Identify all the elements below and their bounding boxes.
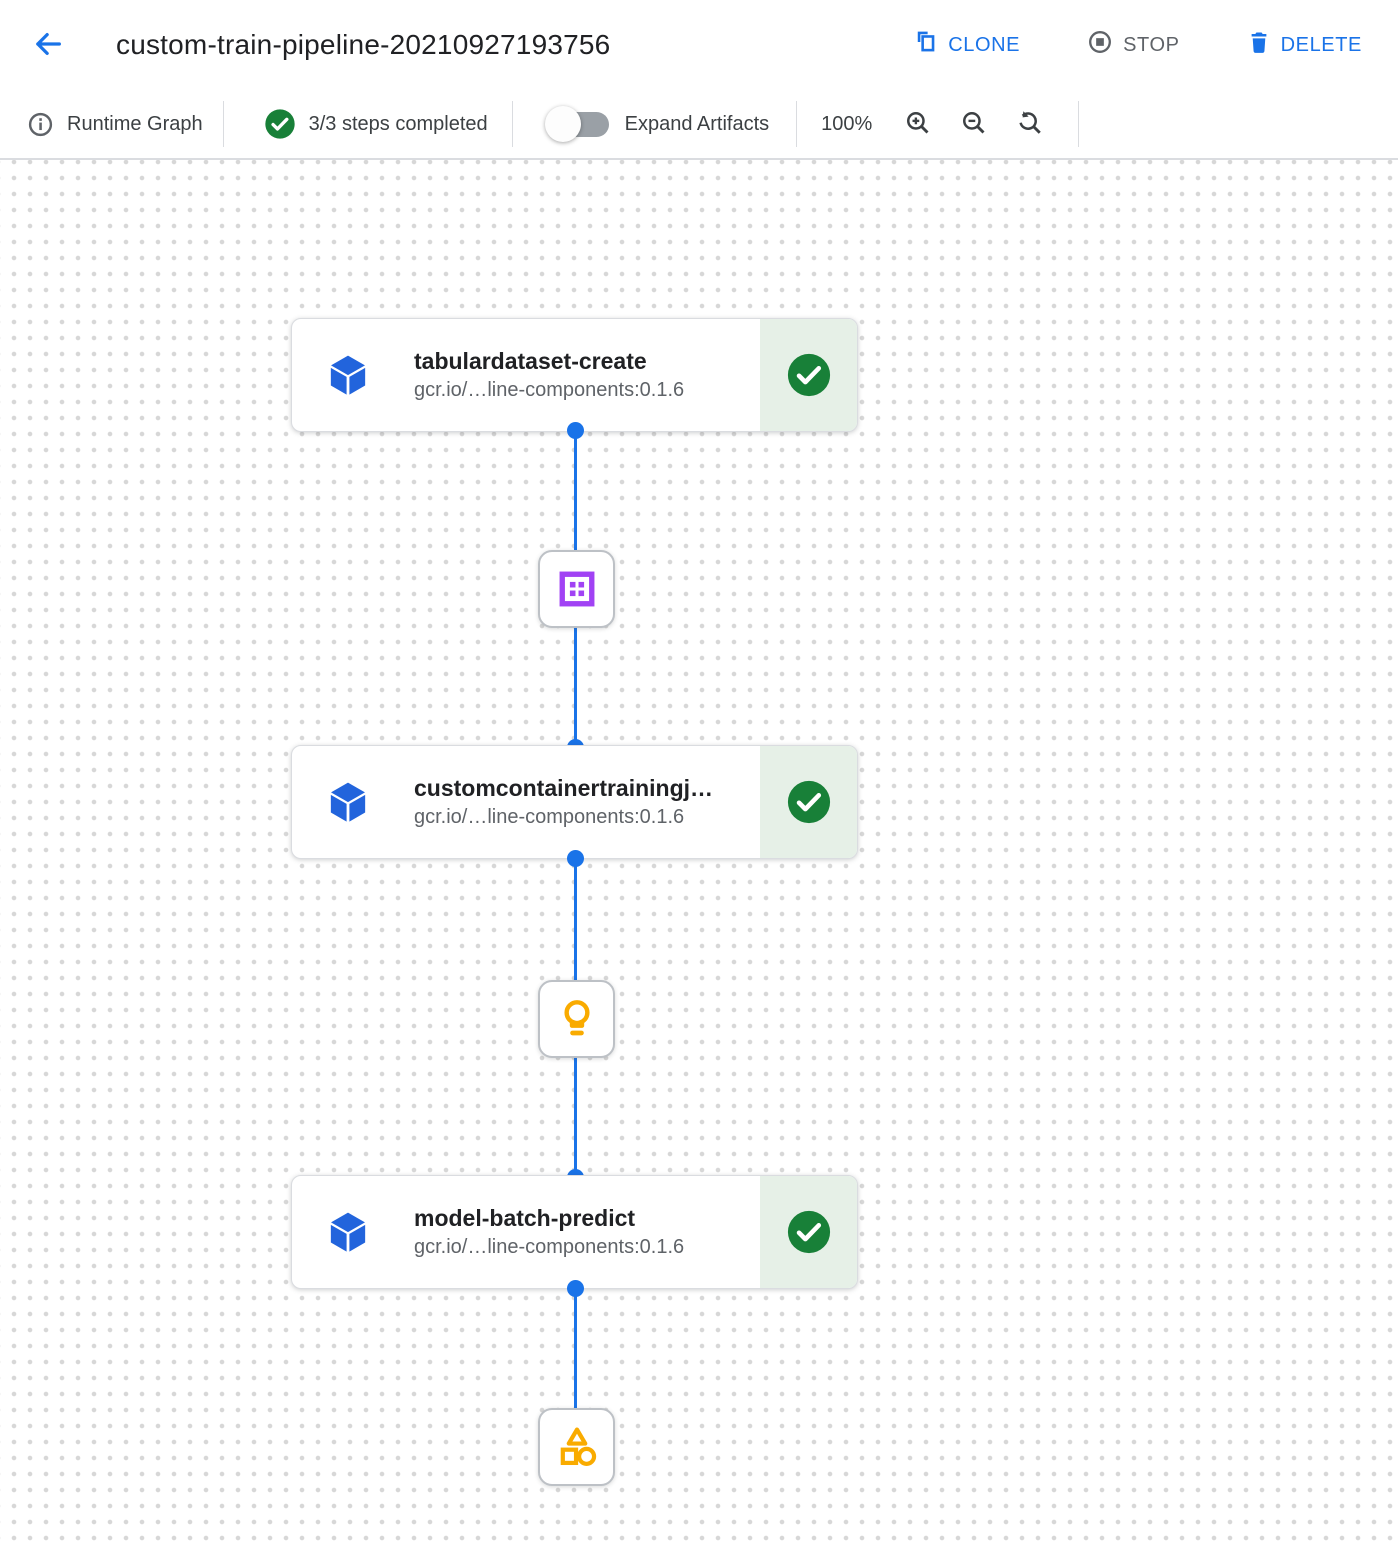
artifact-node-dataset[interactable] [538,550,615,628]
edge [574,857,577,982]
pipeline-graph-canvas[interactable]: tabulardataset-create gcr.io/…line-compo… [0,160,1398,1544]
step-image: gcr.io/…line-components:0.1.6 [414,806,685,828]
expand-artifacts-label: Expand Artifacts [624,112,770,135]
artifact-node-generic[interactable] [538,1408,615,1486]
delete-label: DELETE [1280,33,1362,56]
zoom-controls: 100% [821,104,1050,144]
model-icon [554,996,600,1042]
pipeline-step-customcontainertrainingjob[interactable]: customcontainertrainingj… gcr.io/…line-c… [291,745,858,859]
step-status-panel [760,319,857,431]
check-circle-icon [264,108,296,140]
step-title: model-batch-predict [414,1205,636,1231]
toolbar-divider [511,101,513,147]
zoom-out-button[interactable] [954,104,994,144]
component-cube-icon [327,781,369,823]
output-port [567,850,584,867]
zoom-reset-icon [1015,108,1045,141]
step-body: tabulardataset-create gcr.io/…line-compo… [292,319,760,431]
back-button[interactable] [26,23,70,67]
step-text: model-batch-predict gcr.io/…line-compone… [414,1205,684,1259]
step-title: tabulardataset-create [414,348,647,374]
edge [574,626,577,747]
component-cube-icon [327,354,369,396]
pipeline-step-model-batch-predict[interactable]: model-batch-predict gcr.io/…line-compone… [291,1175,858,1289]
step-title: customcontainertrainingj… [414,775,714,801]
clone-button[interactable]: CLONE [913,29,1020,61]
view-mode-group: Runtime Graph [26,110,203,139]
step-status-panel [760,746,857,858]
component-cube-icon [327,1211,369,1253]
output-port [567,422,584,439]
toolbar-divider [222,101,224,147]
step-status-panel [760,1176,857,1288]
edge [574,430,577,552]
clone-icon [913,29,939,61]
stop-button[interactable]: STOP [1086,28,1180,62]
steps-status-group: 3/3 steps completed [264,108,488,140]
step-body: model-batch-predict gcr.io/…line-compone… [292,1176,760,1288]
success-check-icon [786,779,832,825]
step-image: gcr.io/…line-components:0.1.6 [414,1236,685,1258]
toolbar-divider [1078,101,1080,147]
step-text: tabulardataset-create gcr.io/…line-compo… [414,348,684,402]
clone-label: CLONE [948,33,1021,56]
view-mode-label: Runtime Graph [67,112,203,135]
delete-button[interactable]: DELETE [1246,29,1362,61]
info-icon[interactable] [26,110,55,139]
zoom-in-button[interactable] [898,104,938,144]
expand-artifacts-toggle[interactable] [544,104,609,144]
page-title: custom-train-pipeline-20210927193756 [116,29,611,60]
step-body: customcontainertrainingj… gcr.io/…line-c… [292,746,760,858]
zoom-level-value: 100% [821,112,873,135]
zoom-in-icon [903,108,933,141]
header: custom-train-pipeline-20210927193756 CLO… [0,0,1398,90]
artifact-icon [554,1424,600,1470]
expand-artifacts-group: Expand Artifacts [544,104,770,144]
edge [574,1287,577,1410]
toggle-knob [544,106,581,142]
success-check-icon [786,352,832,398]
dataset-icon [554,566,600,612]
step-image: gcr.io/…line-components:0.1.6 [414,379,685,401]
zoom-reset-button[interactable] [1010,104,1050,144]
success-check-icon [786,1209,832,1255]
zoom-out-icon [959,108,989,141]
steps-status-label: 3/3 steps completed [308,112,488,135]
stop-icon [1086,28,1114,62]
edge [574,1056,577,1177]
trash-icon [1246,29,1272,61]
output-port [567,1280,584,1297]
step-text: customcontainertrainingj… gcr.io/…line-c… [414,775,713,829]
toolbar-divider [796,101,798,147]
header-actions: CLONE STOP DELETE [913,28,1362,62]
pipeline-step-tabulardataset-create[interactable]: tabulardataset-create gcr.io/…line-compo… [291,318,858,432]
back-arrow-icon [31,27,65,64]
stop-label: STOP [1123,33,1180,56]
graph-toolbar: Runtime Graph 3/3 steps completed Expand… [0,90,1398,160]
artifact-node-model[interactable] [538,980,615,1058]
